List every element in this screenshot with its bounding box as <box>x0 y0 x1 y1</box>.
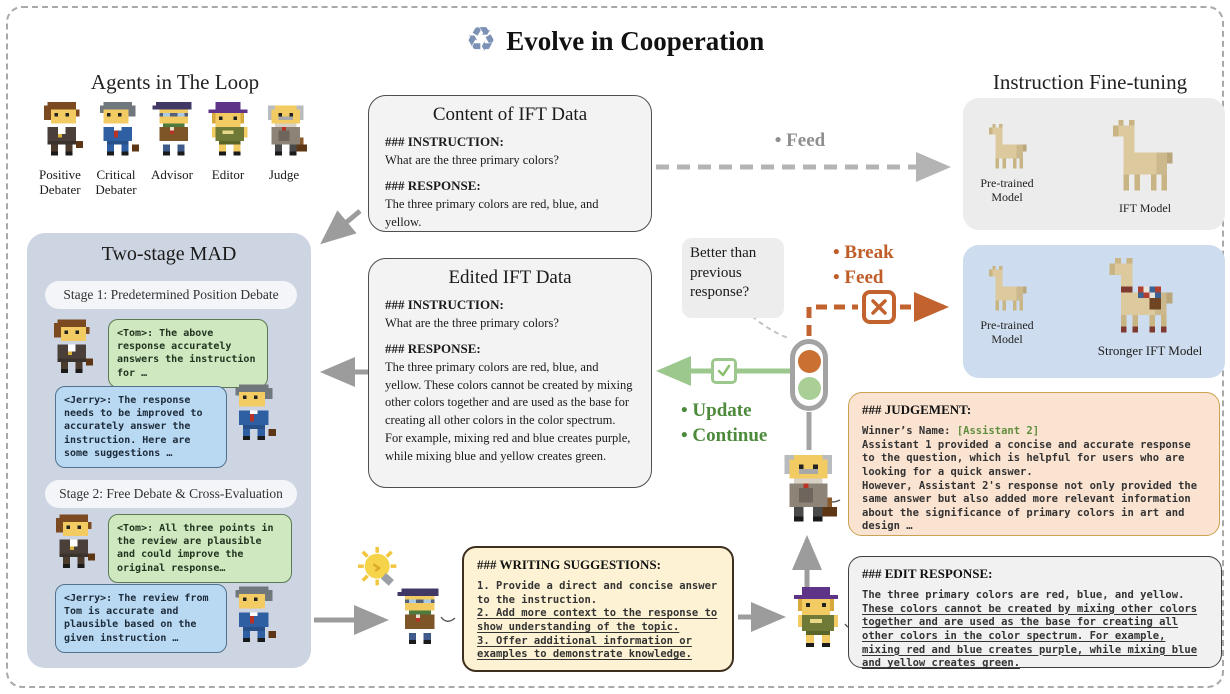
content-ift-box: Content of IFT Data ### INSTRUCTION: Wha… <box>368 95 652 232</box>
advisor-icon <box>397 588 439 644</box>
critical-debater-icon <box>235 384 276 440</box>
judge-icon <box>784 454 837 522</box>
response-label: ### RESPONSE: <box>385 177 481 193</box>
ift-section-title: Instruction Fine-tuning <box>992 70 1188 94</box>
advisor-icon <box>152 102 192 156</box>
agent-editor: Editor <box>198 102 258 183</box>
figure-title: Evolve in Cooperation <box>506 25 765 56</box>
edit-response-body: The three primary colors are red, blue, … <box>862 589 1208 671</box>
agent-label: Judge <box>268 167 300 182</box>
content-ift-title: Content of IFT Data <box>432 104 588 125</box>
stage2-pill: Stage 2: Free Debate & Cross-Evaluation <box>45 480 297 508</box>
critical-debater-icon <box>100 102 139 156</box>
edit-response-box: ### EDIT RESPONSE: The three primary col… <box>848 556 1222 671</box>
stronger-model-label: Stronger IFT Model <box>1097 343 1203 358</box>
response-text: The three primary colors are red, blue, … <box>385 196 599 229</box>
decision-question-bubble: Better than previous response? <box>682 238 784 318</box>
winner-label: Winner’s Name: <box>862 425 951 437</box>
positive-debater-icon <box>44 102 83 156</box>
suggestion-item-2: 2. Add more context to the response to s… <box>477 607 718 633</box>
pretrained-model-label: Pre-trained Model <box>980 318 1034 347</box>
judgement-header: ### JUDGEMENT: <box>862 402 972 417</box>
editor-icon <box>208 102 248 156</box>
judgement-winner-line: Winner’s Name: [Assistant 2] <box>862 425 1206 439</box>
continue-label: • Continue <box>681 425 768 446</box>
stronger-model-box <box>963 245 1225 378</box>
traffic-light-go <box>797 377 821 400</box>
critical-debater-icon <box>235 586 276 642</box>
edit-response-kept-text: The three primary colors are red, blue, … <box>862 589 1185 601</box>
agent-critical-debater: Critical Debater <box>86 102 146 198</box>
break-feed-label: • Feed <box>833 267 884 288</box>
agents-panel-title: Agents in The Loop <box>90 70 260 94</box>
tom-bubble-stage1: <Tom>: The above response accurately ans… <box>108 319 268 388</box>
agent-label: Editor <box>211 167 245 182</box>
response-text: The three primary colors are red, blue, … <box>385 359 633 463</box>
judgement-paragraph-1: Assistant 1 provided a concise and accur… <box>862 438 1191 478</box>
edited-ift-title: Edited IFT Data <box>448 267 572 288</box>
agent-advisor: Advisor <box>142 102 202 183</box>
jerry-bubble-stage1: <Jerry>: The response needs to be improv… <box>55 386 227 468</box>
ift-llama-icon <box>1112 120 1173 191</box>
judgement-paragraph-2: However, Assistant 2's response not only… <box>862 479 1198 533</box>
suggestion-item-1: 1. Provide a direct and concise answer t… <box>477 580 718 606</box>
agent-label: Advisor <box>151 167 193 182</box>
jerry-bubble-stage2: <Jerry>: The review from Tom is accurate… <box>55 584 227 653</box>
tom-bubble-stage2: <Tom>: All three points in the review ar… <box>108 514 292 583</box>
pretrained-llama-icon <box>988 124 1027 169</box>
idea-bulb-icon <box>358 546 399 588</box>
stage1-pill: Stage 1: Predetermined Position Debate <box>45 281 297 309</box>
feed-label: • Feed <box>774 130 826 151</box>
edit-response-added-text: These colors cannot be created by mixing… <box>862 602 1198 670</box>
editor-icon <box>794 587 838 647</box>
pretrained-llama-icon <box>988 266 1027 311</box>
figure-title-row: ♻ Evolve in Cooperation <box>0 24 1230 58</box>
traffic-light-stop <box>797 350 821 373</box>
traffic-light <box>790 339 828 411</box>
suggestions-header: ### WRITING SUGGESTIONS: <box>477 557 661 572</box>
winner-value: [Assistant 2] <box>956 425 1040 437</box>
writing-suggestions-box: ### WRITING SUGGESTIONS: 1. Provide a di… <box>462 546 734 672</box>
instruction-text: What are the three primary colors? <box>385 153 559 167</box>
pretrained-model-label: Pre-trained Model <box>980 176 1034 205</box>
positive-debater-icon <box>56 514 95 568</box>
mad-title: Two-stage MAD <box>101 243 237 265</box>
judgement-box: ### JUDGEMENT: Winner’s Name: [Assistant… <box>848 392 1220 536</box>
response-label: ### RESPONSE: <box>385 340 481 356</box>
agent-positive-debater: Positive Debater <box>30 102 90 198</box>
ift-model-box <box>963 98 1225 230</box>
edit-response-header: ### EDIT RESPONSE: <box>862 566 993 581</box>
agent-label: Positive Debater <box>39 167 81 197</box>
instruction-text: What are the three primary colors? <box>385 316 559 330</box>
break-gate-icon <box>862 290 896 324</box>
suggestion-item-3: 3. Offer additional information or examp… <box>477 634 692 661</box>
ift-model-label: IFT Model <box>1118 201 1172 215</box>
edited-ift-box: Edited IFT Data ### INSTRUCTION: What ar… <box>368 258 652 488</box>
update-label: • Update <box>681 400 752 421</box>
recycle-icon: ♻ <box>465 22 497 59</box>
instruction-label: ### INSTRUCTION: <box>385 297 504 312</box>
agent-judge: Judge <box>254 102 314 183</box>
judge-icon <box>268 105 307 156</box>
instruction-label: ### INSTRUCTION: <box>385 134 504 149</box>
stronger-llama-icon <box>1098 258 1178 338</box>
update-gate-icon <box>711 358 737 384</box>
positive-debater-icon <box>54 319 93 373</box>
break-label: • Break <box>833 242 894 263</box>
agent-label: Critical Debater <box>95 167 137 197</box>
